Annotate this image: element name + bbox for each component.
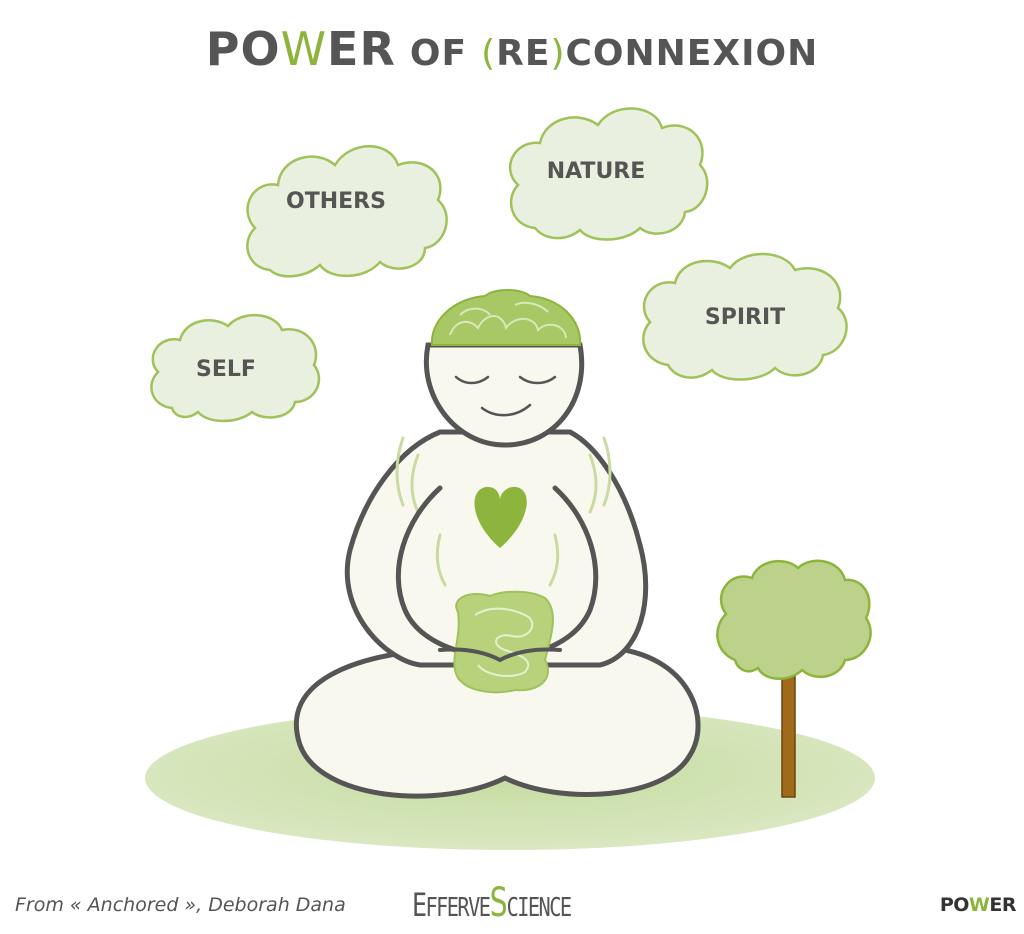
person-left-eye [454, 375, 490, 385]
title-power-er: ER [327, 22, 396, 76]
title-of: OF [409, 33, 468, 74]
gut-icon [453, 590, 554, 694]
power-logo: POWER [939, 894, 1017, 916]
title-paren-close: ) [550, 33, 566, 74]
person-smile [480, 403, 532, 417]
brand-cience: CIENCE [506, 893, 572, 923]
efferve-science-logo: EFFERVESCIENCE [412, 880, 572, 926]
cloud-label-nature: NATURE [547, 159, 646, 184]
logo-po: PO [939, 894, 970, 916]
cloud-label-spirit: SPIRIT [705, 305, 785, 330]
cloud-label-others: OTHERS [286, 189, 386, 214]
brain-icon [430, 289, 582, 346]
title-re: RE [496, 33, 551, 74]
meditating-person [293, 289, 701, 799]
tree-crown [716, 559, 872, 680]
tree-icon [716, 559, 872, 798]
person-hands [438, 647, 562, 663]
brand-fferve: FFERVE [425, 893, 490, 923]
cloud-nature: NATURE [508, 107, 709, 241]
title-power-p: P [205, 22, 241, 76]
logo-w: W [968, 894, 990, 916]
person-right-eye [518, 375, 557, 385]
title-power-w: W [280, 22, 328, 76]
cloud-label-self: SELF [196, 357, 256, 382]
cloud-spirit: SPIRIT [642, 252, 848, 381]
brand-e: E [412, 886, 427, 924]
energy-lines [395, 436, 612, 587]
title-power-o: O [240, 22, 281, 76]
title-paren-open: ( [481, 33, 497, 74]
brand-s: S [489, 880, 508, 926]
title-connexion: CONNEXION [565, 33, 819, 74]
page-title: POWER OF (RE)CONNEXION [0, 22, 1024, 76]
logo-er: ER [989, 894, 1016, 916]
tree-trunk [781, 674, 796, 798]
heart-icon [474, 486, 527, 548]
source-credit: From « Anchored », Deborah Dana [15, 894, 346, 916]
cloud-others: OTHERS [246, 145, 448, 278]
cloud-self: SELF [150, 313, 321, 423]
person-head [424, 342, 585, 448]
